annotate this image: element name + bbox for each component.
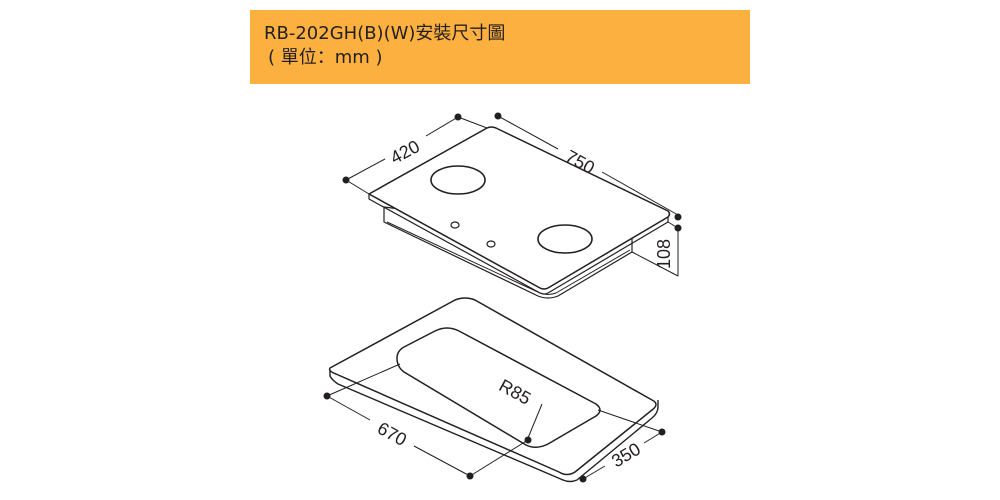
dim-point [674,213,682,221]
hob-glass-edge [368,194,669,295]
hob-drawing [368,126,671,299]
cutout-dimensions [323,363,666,483]
dim-line-670-b [413,445,471,477]
dim-point [658,428,666,436]
ext-line-108-bottom [631,251,679,277]
diagram-title: RB-202GH(B)(W)安裝尺寸圖 [264,23,506,44]
burner-right [537,224,593,254]
knob-left [450,221,460,229]
ext-line-670-right [469,439,529,477]
ext-line-420-right [457,116,488,129]
dim-line-420-a [345,158,386,181]
dim-line-750-b [601,171,679,216]
hob-dimensions [342,112,682,277]
cutout-opening [396,327,601,448]
knob-right [486,240,496,248]
unit-note: ( 單位：mm ) [268,47,383,68]
burner-left [430,165,486,195]
ext-line-420-left [345,179,370,195]
countertop-drawing [328,297,659,483]
dim-line-350-b [643,431,663,444]
dim-line-670-a [326,395,371,421]
dim-label-670: 670 [374,418,410,450]
dim-point [454,113,462,121]
dim-line-350-a [582,465,606,480]
dim-line-420-b [425,116,459,137]
title-banner: RB-202GH(B)(W)安裝尺寸圖 ( 單位：mm ) [250,10,750,84]
dim-label-420: 420 [387,136,423,168]
dim-point [466,472,474,480]
ext-line-350-top [597,409,663,433]
dim-line-750-a [497,115,559,150]
dim-point [674,224,682,232]
dim-point [494,112,502,120]
dim-point [323,392,331,400]
ext-line-670-left [326,363,401,397]
dim-point [579,475,587,483]
radius-line-r85 [527,403,543,439]
dim-label-108: 108 [654,239,674,269]
dim-point [342,176,350,184]
